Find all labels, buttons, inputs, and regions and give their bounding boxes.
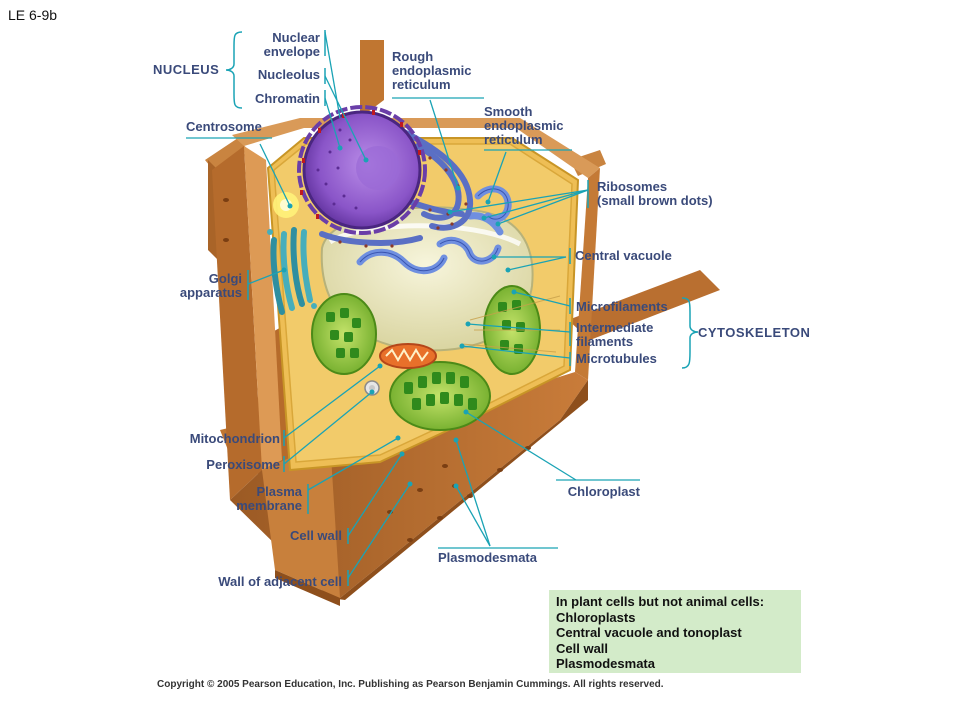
rough-er-label: Rough endoplasmic reticulum	[392, 49, 472, 92]
golgi-label: Golgi apparatus	[179, 271, 242, 300]
tonoplast-rim	[328, 223, 522, 247]
centrosome-label: Centrosome	[186, 119, 262, 134]
nucleus	[297, 105, 427, 235]
intermediate-filaments-label: Intermediate filaments	[576, 320, 654, 349]
mitochondrion-label: Mitochondrion	[189, 431, 280, 446]
plant-only-note-box: In plant cells but not animal cells: Chl…	[549, 590, 801, 673]
nucleolus	[356, 146, 400, 190]
ribosomes-label: Ribosomes (small brown dots)	[597, 179, 713, 208]
microfilaments-label: Microfilaments	[576, 299, 668, 314]
copyright-notice: Copyright © 2005 Pearson Education, Inc.…	[157, 679, 664, 690]
note-item: Chloroplasts	[556, 609, 636, 625]
note-heading: In plant cells but not animal cells:	[556, 594, 765, 609]
centrosome	[273, 192, 299, 218]
wall-adjacent-cell-label: Wall of adjacent cell	[218, 574, 342, 589]
microtubules-label: Microtubules	[576, 351, 657, 366]
note-item: Central vacuole and tonoplast	[556, 625, 742, 640]
smooth-er-label: Smooth endoplasmic reticulum	[484, 104, 564, 147]
peroxisome-label: Peroxisome	[206, 457, 280, 472]
chloroplast-bottom	[389, 361, 491, 431]
peroxisome	[364, 380, 380, 396]
chromatin	[316, 128, 358, 210]
label-brackets	[225, 30, 699, 586]
mitochondrion	[379, 343, 437, 369]
note-item: Cell wall	[556, 640, 609, 656]
smooth-er-outline	[359, 188, 509, 272]
nuclear-pores	[300, 110, 421, 219]
plasmodesmata-label: Plasmodesmata	[438, 550, 537, 565]
nucleolus-label: Nucleolus	[257, 67, 320, 82]
leader-lines	[186, 31, 640, 579]
chromatin-label: Chromatin	[255, 91, 320, 106]
plasma-membrane-label: Plasma membrane	[236, 484, 302, 513]
cell-wall-label: Cell wall	[289, 528, 342, 543]
figure-id: LE 6-9b	[8, 7, 58, 23]
nuclear-envelope-label: Nuclear envelope	[263, 30, 320, 59]
central-vacuole-label: Central vacuole	[575, 248, 672, 263]
cytoskeleton-group-label: CYTOSKELETON	[698, 325, 811, 340]
chloroplast-left	[311, 293, 377, 375]
note-item: Plasmodesmata	[556, 656, 655, 671]
golgi-apparatus	[267, 227, 317, 315]
nucleus-group-label: NUCLEUS	[153, 62, 220, 77]
chloroplast-label: Chloroplast	[567, 484, 640, 499]
